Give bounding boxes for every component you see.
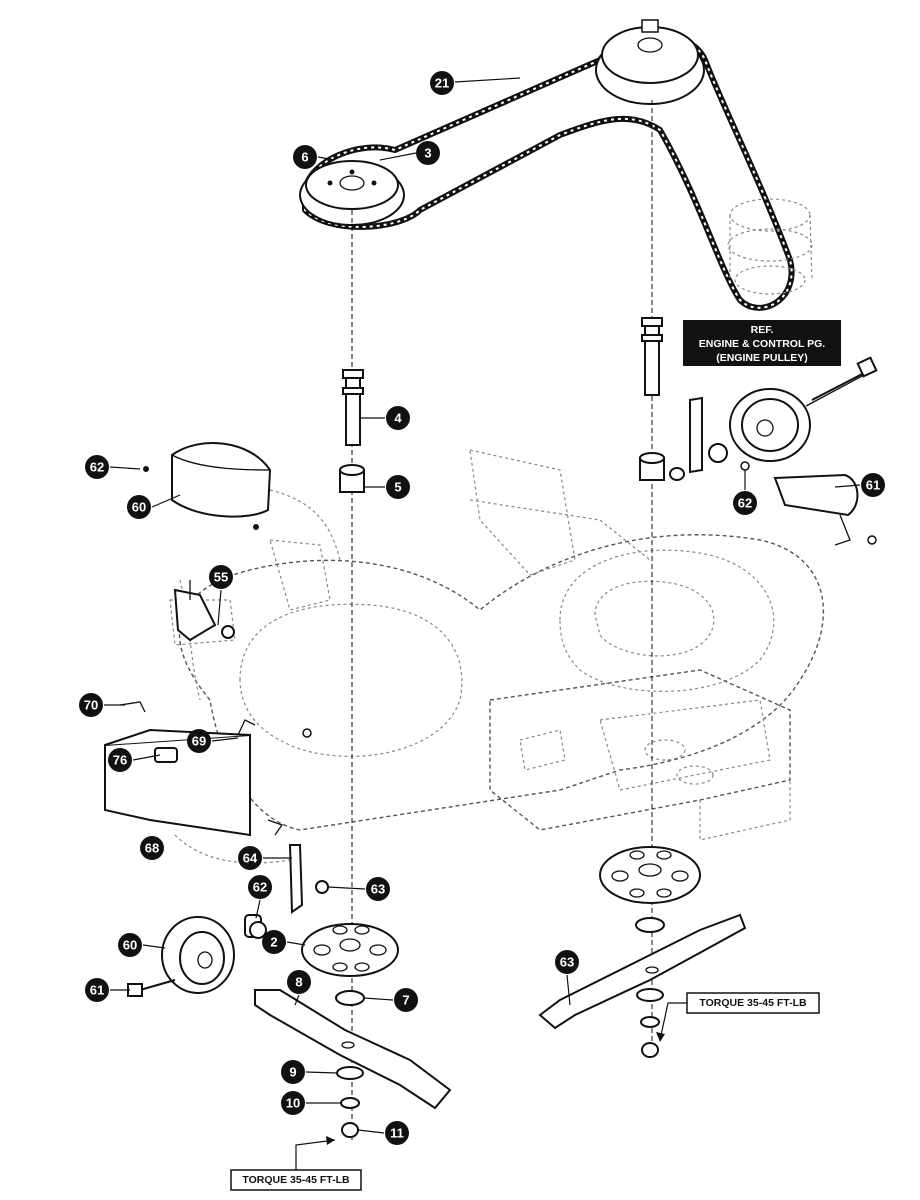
torque-label-left: TORQUE 35-45 FT-LB [230,1169,362,1191]
svg-text:60: 60 [123,938,137,953]
svg-text:7: 7 [402,993,409,1008]
callout-5: 5 [386,475,410,499]
svg-text:8: 8 [295,975,302,990]
svg-text:63: 63 [371,882,385,897]
svg-text:5: 5 [394,480,401,495]
svg-text:61: 61 [866,478,880,493]
svg-text:62: 62 [738,496,752,511]
callout-4: 4 [386,406,410,430]
right-spindle-pulley [595,19,705,105]
svg-text:62: 62 [253,880,267,895]
torque-label-left-text: TORQUE 35-45 FT-LB [242,1174,350,1186]
svg-text:64: 64 [243,851,258,866]
callout-62-lower-left: 62 [248,875,272,899]
svg-text:10: 10 [286,1096,300,1111]
svg-text:68: 68 [145,841,159,856]
left-blade-hardware [336,1066,364,1138]
left-blade-adapter [301,923,399,977]
callout-21: 21 [430,71,454,95]
callout-leaders [104,77,861,1134]
engine-pulley-reference-label: REF. ENGINE & CONTROL PG. (ENGINE PULLEY… [683,320,841,366]
engine-pulley [727,198,813,295]
right-blade-washer [635,917,665,933]
callout-8: 8 [287,970,311,994]
discharge-chute [104,701,312,864]
left-shield [143,442,341,561]
torque-label-right: TORQUE 35-45 FT-LB [686,992,820,1014]
callout-11: 11 [385,1121,409,1145]
callout-7: 7 [394,988,418,1012]
right-deflector [740,461,877,546]
callout-3: 3 [416,141,440,165]
callout-55: 55 [209,565,233,589]
left-bracket [173,580,235,642]
reference-line-3: (ENGINE PULLEY) [716,352,808,364]
callout-6: 6 [293,145,317,169]
left-spindle-shaft [339,369,365,493]
svg-text:6: 6 [301,150,308,165]
right-blade-hardware [636,988,664,1058]
callout-63-right: 63 [555,950,579,974]
callout-62-right: 62 [733,491,757,515]
svg-text:2: 2 [270,935,277,950]
svg-text:76: 76 [113,753,127,768]
svg-text:4: 4 [394,411,402,426]
right-mower-blade [538,913,747,1030]
reference-line-2: ENGINE & CONTROL PG. [699,338,825,350]
callout-61-lower-left: 61 [85,978,109,1002]
svg-text:9: 9 [289,1065,296,1080]
callout-10: 10 [281,1091,305,1115]
svg-text:3: 3 [424,146,431,161]
callout-62-upper-left: 62 [85,455,109,479]
callout-61-right: 61 [861,473,885,497]
callout-69: 69 [187,729,211,753]
left-mower-blade [254,989,452,1110]
svg-text:11: 11 [390,1126,404,1141]
callout-63-left: 63 [366,877,390,901]
right-blade-adapter [599,846,701,904]
callout-76: 76 [108,748,132,772]
svg-text:61: 61 [90,983,104,998]
right-spindle-shaft [639,317,665,481]
callout-70: 70 [79,693,103,717]
svg-text:69: 69 [192,734,206,749]
callout-2: 2 [262,930,286,954]
reference-line-1: REF. [751,324,774,336]
left-blade-washer [335,990,365,1006]
svg-text:70: 70 [84,698,98,713]
torque-label-right-text: TORQUE 35-45 FT-LB [699,997,807,1009]
left-spindle-pulley [299,160,405,226]
callout-60-lower-left: 60 [118,933,142,957]
svg-text:62: 62 [90,460,104,475]
left-gauge-wheel [127,844,329,997]
callout-64: 64 [238,846,262,870]
callout-9: 9 [281,1060,305,1084]
svg-text:55: 55 [214,570,228,585]
callout-60-upper-left: 60 [127,495,151,519]
svg-text:21: 21 [435,76,449,91]
callout-68: 68 [140,836,164,860]
svg-text:63: 63 [560,955,574,970]
svg-text:60: 60 [132,500,146,515]
torque-arrows [295,1002,687,1170]
right-gauge-wheel [669,356,878,481]
